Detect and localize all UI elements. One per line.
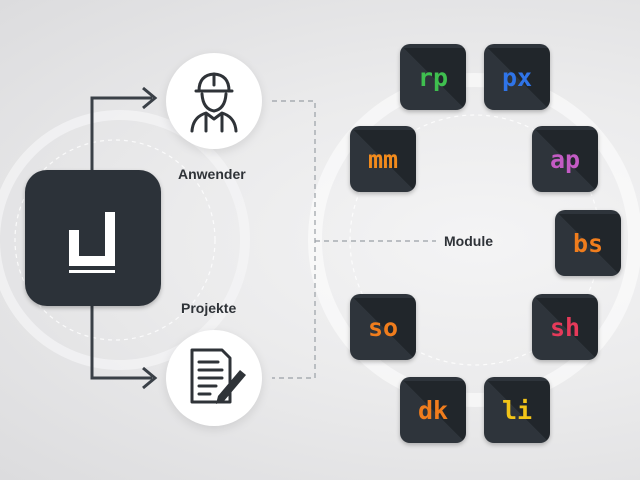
module-tile-ap[interactable]: ap (532, 126, 598, 192)
connector-to-user (90, 96, 152, 170)
module-tile-px[interactable]: px (484, 44, 550, 110)
module-code-ap: ap (549, 144, 581, 174)
module-code-dk: dk (417, 395, 449, 425)
left-deco-ring (0, 110, 250, 370)
module-tile-bs[interactable]: bs (555, 210, 621, 276)
module-tile-sh[interactable]: sh (532, 294, 598, 360)
module-code-px: px (501, 62, 533, 92)
module-code-bs: bs (572, 228, 604, 258)
module-tile-rp[interactable]: rp (400, 44, 466, 110)
module-tile-mm[interactable]: mm (350, 126, 416, 192)
project-label: Projekte (181, 300, 237, 316)
app-tile (25, 170, 161, 306)
user-node (166, 53, 262, 149)
arrow-right-icon (142, 86, 158, 110)
document-pencil-icon (190, 348, 246, 404)
left-deco-dashed-ring (14, 139, 216, 341)
d-logo-icon (69, 212, 115, 273)
module-code-li: li (501, 395, 533, 425)
module-tile-so[interactable]: so (350, 294, 416, 360)
module-code-sh: sh (549, 312, 581, 342)
module-tile-dk[interactable]: dk (400, 377, 466, 443)
module-code-rp: rp (417, 62, 449, 92)
module-tile-li[interactable]: li (484, 377, 550, 443)
user-label: Anwender (178, 166, 246, 182)
modules-label: Module (444, 233, 493, 249)
module-code-mm: mm (367, 144, 399, 174)
arrow-right-icon (142, 366, 158, 390)
construction-worker-icon (190, 72, 238, 133)
dashed-connector-user (272, 100, 316, 379)
project-node (166, 330, 262, 426)
module-code-so: so (367, 312, 399, 342)
connector-to-project (90, 306, 152, 380)
